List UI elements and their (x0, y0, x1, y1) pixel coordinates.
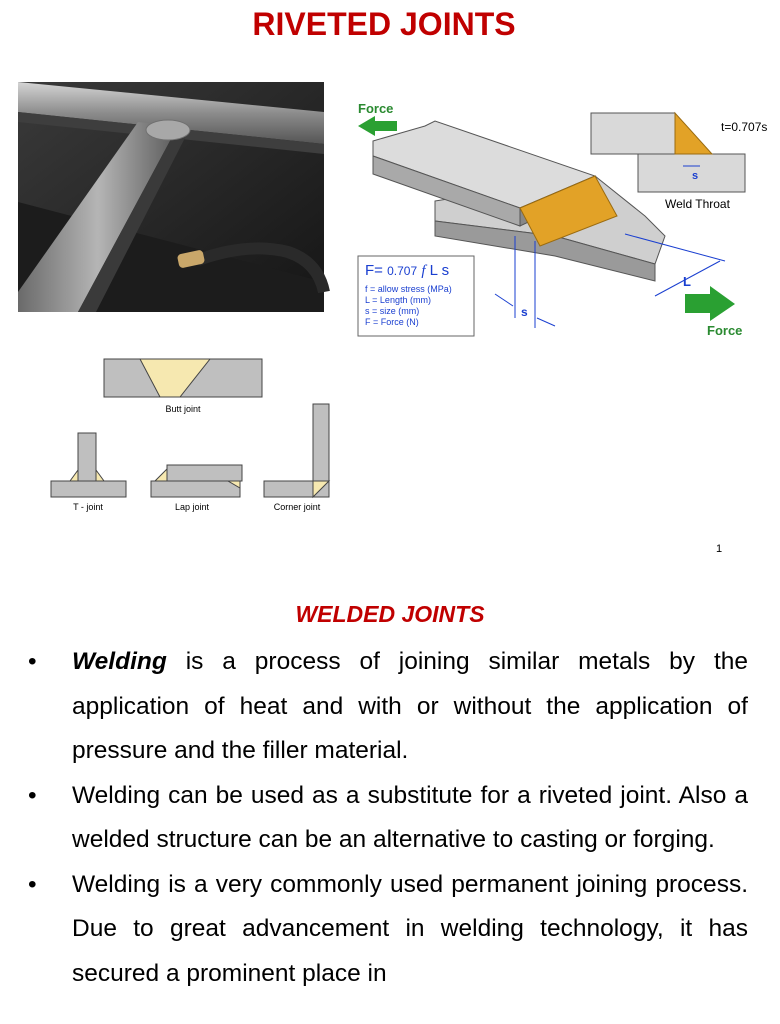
length-label: L (683, 274, 691, 289)
svg-text:f = allow stress (MPa): f = allow stress (MPa) (365, 284, 452, 294)
section-heading: WELDED JOINTS (295, 601, 485, 627)
bullet-icon: • (28, 648, 37, 675)
bullet-text: is a process of joining similar metals b… (72, 648, 748, 764)
formula-box (357, 255, 475, 337)
throat-label: t=0.707s (721, 120, 767, 134)
welding-photo (18, 82, 330, 312)
force-top-label: Force (358, 101, 393, 116)
bullet-text: Welding is a very commonly used permanen… (72, 870, 748, 987)
bullet-list: • Welding is a process of joining simila… (28, 640, 748, 996)
svg-text:F = Force (N): F = Force (N) (365, 317, 419, 327)
list-item: • Welding can be used as a substitute fo… (28, 774, 748, 863)
force-bottom-label: Force (707, 323, 742, 338)
bullet-icon: • (28, 781, 37, 809)
svg-text:F= 0.707 f L s: F= 0.707 f L s (365, 262, 449, 279)
svg-text:s = size (mm): s = size (mm) (365, 306, 419, 316)
svg-text:Corner joint: Corner joint (274, 502, 321, 512)
slide-title: RIVETED JOINTS (252, 6, 516, 42)
svg-text:T - joint: T - joint (73, 502, 103, 512)
svg-text:Butt joint: Butt joint (165, 404, 201, 414)
joint-types-diagram: Butt joint T - joint Lap joint Corner jo… (50, 358, 331, 512)
svg-text:L = Length (mm): L = Length (mm) (365, 295, 431, 305)
fillet-weld-diagram: Force s L t=0.707s s Weld Throat F= 0.70… (357, 101, 767, 338)
list-item: • Welding is a process of joining simila… (28, 640, 748, 774)
force-top-arrow (358, 116, 397, 136)
bullet-icon: • (28, 870, 37, 898)
weld-throat-label: Weld Throat (665, 197, 731, 211)
list-item: • Welding is a very commonly used perman… (28, 863, 748, 997)
size-label: s (521, 305, 528, 319)
page-number: 1 (716, 543, 723, 555)
svg-text:Lap joint: Lap joint (175, 502, 210, 512)
bullet-text: Welding can be used as a substitute for … (72, 781, 748, 854)
force-bottom-arrow (685, 286, 735, 321)
throat-size-label: s (692, 170, 698, 182)
bold-term: Welding (72, 648, 167, 675)
